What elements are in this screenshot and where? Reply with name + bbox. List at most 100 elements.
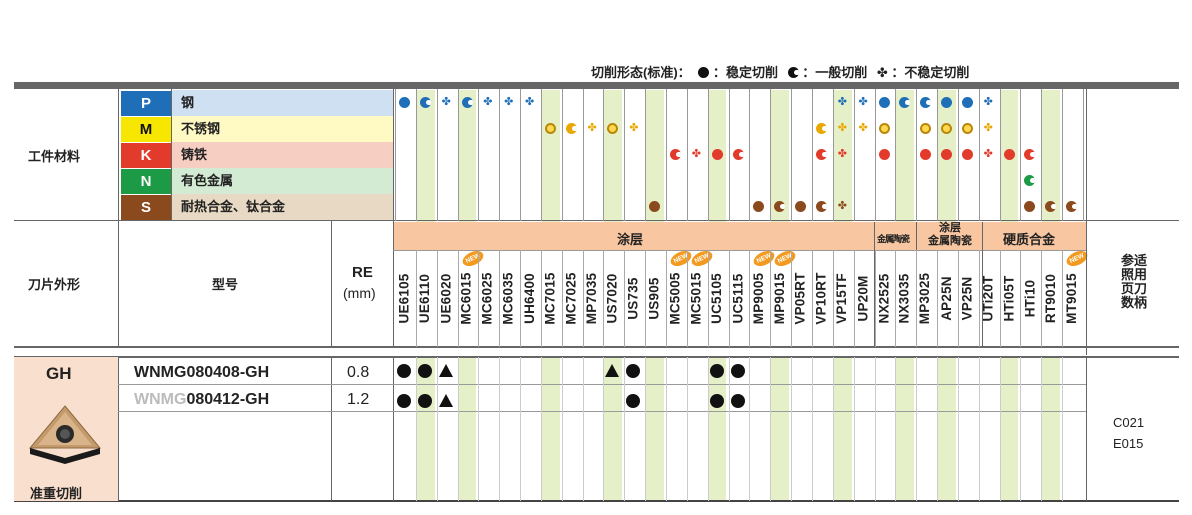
material-band-n <box>171 168 393 194</box>
suitability-mark <box>919 122 932 135</box>
stable-icon <box>698 67 710 78</box>
grade-vp10rt: VP10RT <box>813 271 829 325</box>
grid-line <box>811 89 813 221</box>
suitability-mark <box>919 96 932 109</box>
grid-line <box>478 250 480 347</box>
material-name: 钢 <box>181 95 195 110</box>
grid-line <box>666 250 668 347</box>
grid-line <box>749 357 751 501</box>
suitability-mark <box>940 148 953 161</box>
suitability-mark <box>961 96 974 109</box>
grid-line <box>957 89 959 221</box>
grid-line <box>331 357 332 501</box>
unstable-icon: ✤ <box>876 65 888 80</box>
grade-stripe <box>603 90 623 222</box>
grid-line <box>707 250 709 347</box>
material-name: 耐热合金、钛合金 <box>181 199 286 214</box>
grade-hti05t: HTi05T <box>1001 275 1017 321</box>
grade-nx2525: NX2525 <box>876 273 891 323</box>
grade-ap25n: AP25N <box>938 275 954 321</box>
grid-line <box>686 89 688 221</box>
stable-mark <box>730 394 745 408</box>
grade-stripe <box>999 357 1019 501</box>
suitability-mark: ✤ <box>983 148 993 160</box>
grade-mc6035: MC6035 <box>500 271 516 325</box>
grid-line <box>957 250 959 347</box>
grade-stripe <box>770 357 790 501</box>
grid-line <box>707 357 709 501</box>
model-suffix: 080412-GH <box>186 391 270 408</box>
grade-mc7015: MC7015 <box>542 271 558 325</box>
grid-line <box>14 346 1179 348</box>
suitability-mark: ✤ <box>629 122 639 134</box>
grid-line <box>937 89 939 221</box>
grid-line <box>686 357 688 501</box>
grade-stripe <box>415 90 435 222</box>
suitability-mark <box>898 96 911 109</box>
suitability-mark <box>940 96 953 109</box>
grade-uh6400: UH6400 <box>521 272 537 324</box>
grid-line <box>937 357 939 501</box>
grid-line <box>582 357 584 501</box>
grid-line <box>1062 89 1064 221</box>
legend-stable: 稳定切削 <box>725 65 778 80</box>
grid-line <box>415 250 417 347</box>
legend-sep: ： <box>712 65 726 80</box>
suitability-mark <box>398 96 411 109</box>
grid-line <box>982 222 983 347</box>
grid-line <box>436 89 438 221</box>
grid-line <box>728 357 730 501</box>
grid-line <box>874 250 876 347</box>
material-band-s <box>171 194 393 220</box>
model-prefix: WNMG <box>134 391 187 408</box>
material-name: 有色金属 <box>181 173 234 188</box>
grid-line <box>395 89 396 221</box>
grid-line <box>895 357 897 501</box>
coated-cermet-line: 金属陶瓷 <box>928 235 972 247</box>
grid-line <box>978 357 980 501</box>
grade-stripe <box>540 90 560 222</box>
re-unit: (mm) <box>343 285 376 301</box>
stable-mark <box>417 394 432 408</box>
suitability-mark <box>711 148 724 161</box>
grade-vp25n: VP25N <box>959 276 975 320</box>
grid-line <box>561 250 563 347</box>
grade-mp7035: MP7035 <box>584 272 600 324</box>
grade-ue6020: UE6020 <box>438 273 454 323</box>
grade-stripe <box>645 357 664 501</box>
suitability-mark <box>940 122 953 135</box>
workpiece-header: 工件材料 <box>28 149 81 164</box>
grid-line <box>499 89 501 221</box>
suitability-mark: ✤ <box>691 148 701 160</box>
grid-line <box>916 89 918 221</box>
suitability-mark <box>919 148 932 161</box>
material-name: 不锈钢 <box>181 121 221 136</box>
grade-stripe <box>707 357 727 501</box>
grid-line <box>707 89 709 221</box>
grid-line <box>832 89 834 221</box>
grade-stripe <box>415 357 435 501</box>
suitability-mark <box>1023 200 1036 213</box>
grade-uc5115: UC5115 <box>730 273 746 323</box>
grade-rt9010: RT9010 <box>1042 273 1058 323</box>
grid-line <box>457 357 459 501</box>
insert-image <box>28 405 102 464</box>
reference-line: 页刀 <box>1120 281 1147 296</box>
material-code-s: S <box>121 195 171 220</box>
grid-line <box>1020 250 1022 347</box>
material-code-k: K <box>121 143 171 168</box>
grade-ue6110: UE6110 <box>417 273 433 323</box>
suitability-mark <box>544 122 557 135</box>
suitability-mark <box>878 148 891 161</box>
grid-line <box>540 250 542 347</box>
grade-vp15tf: VP15TF <box>834 272 850 324</box>
suitability-mark: ✤ <box>483 96 493 108</box>
grade-mp3025: MP3025 <box>917 272 933 324</box>
material-code-n: N <box>121 169 171 194</box>
legend: 切削形态(标准)： ：稳定切削 ：一般切削 ✤ ：不稳定切削 <box>591 62 969 81</box>
re-value-2: 1.2 <box>347 391 370 408</box>
grid-line <box>937 250 939 347</box>
grade-uc5105: UC5105 <box>709 272 725 324</box>
grid-line <box>582 250 584 347</box>
